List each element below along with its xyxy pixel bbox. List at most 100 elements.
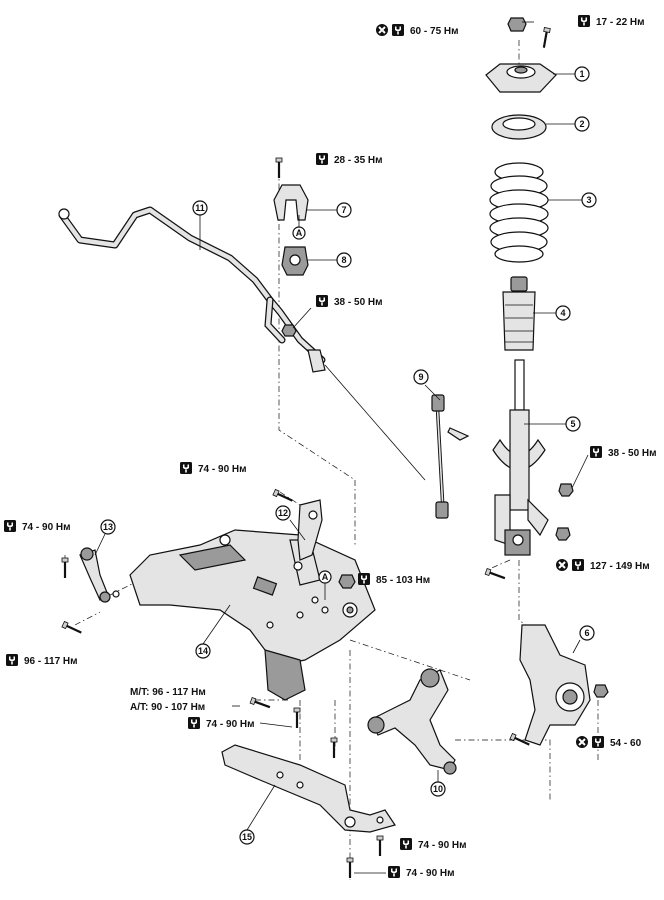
torque-label: 74 - 90 Нм <box>180 462 247 475</box>
torque-label: 28 - 35 Нм <box>316 153 383 166</box>
svg-text:6: 6 <box>584 628 589 638</box>
steering-knuckle <box>508 624 609 749</box>
svg-text:60 - 75 Нм: 60 - 75 Нм <box>410 26 459 37</box>
svg-text:2: 2 <box>579 119 584 129</box>
torque-label: M/T: 96 - 117 Нм A/T: 90 - 107 Нм <box>130 687 240 713</box>
callout-12: 12 <box>275 505 291 521</box>
torque-label: 74 - 90 Нм <box>4 520 71 533</box>
svg-text:28 - 35 Нм: 28 - 35 Нм <box>334 155 383 166</box>
front-suspension-member <box>129 529 376 701</box>
callout-10: 10 <box>430 781 446 797</box>
alignment-line <box>349 639 471 681</box>
svg-text:17 - 22 Нм: 17 - 22 Нм <box>596 17 645 28</box>
stabilizer-link-rod <box>324 364 470 519</box>
rear-link-arm <box>60 547 120 637</box>
torque-label: 17 - 22 Нм <box>578 15 645 28</box>
svg-text:M/T: 96 - 117 Нм: M/T: 96 - 117 Нм <box>130 687 206 698</box>
callout-11: 11 <box>192 200 208 216</box>
wrench-icon <box>388 866 400 878</box>
svg-text:74 - 90 Нм: 74 - 90 Нм <box>206 719 255 730</box>
wrench-icon <box>392 24 404 36</box>
callout-14: 14 <box>195 643 211 659</box>
bump-stop-boot <box>502 276 536 351</box>
svg-text:4: 4 <box>560 308 565 318</box>
callout-9: 9 <box>413 369 429 385</box>
wrench-icon <box>358 573 370 585</box>
svg-text:38 - 50 Нм: 38 - 50 Нм <box>334 297 383 308</box>
svg-text:54 - 60: 54 - 60 <box>610 738 642 749</box>
stabilizer-nut <box>281 324 297 337</box>
member-mounting-bolt <box>248 574 356 880</box>
svg-text:10: 10 <box>433 784 443 794</box>
svg-text:A: A <box>322 572 329 582</box>
gusset-plate <box>221 744 396 858</box>
shock-absorber-strut <box>492 359 549 556</box>
strut-mount <box>485 63 557 93</box>
svg-text:74 - 90 Нм: 74 - 90 Нм <box>198 464 247 475</box>
svg-text:11: 11 <box>195 203 205 213</box>
mount-bolt <box>539 26 552 50</box>
torque-label: 127 - 149 Нм <box>555 558 650 572</box>
torque-label: 74 - 90 Нм <box>354 866 455 879</box>
svg-text:38 - 50 Нм: 38 - 50 Нм <box>608 448 657 459</box>
strut-lower-bolt <box>483 483 574 583</box>
coil-spring <box>489 162 549 263</box>
alignment-line <box>278 170 356 545</box>
wrench-icon <box>590 446 602 458</box>
reference-mark-a: A <box>318 570 332 600</box>
x-circle-icon <box>375 23 389 37</box>
torque-label: 96 - 117 Нм <box>6 654 78 667</box>
strut-bearing <box>491 114 547 140</box>
wrench-icon <box>4 520 16 532</box>
wrench-icon <box>578 15 590 27</box>
alignment-line <box>279 491 301 506</box>
callout-7: 7 <box>336 202 352 218</box>
callout-13: 13 <box>100 519 116 535</box>
torque-label: 38 - 50 Нм <box>316 295 383 308</box>
callout-8: 8 <box>336 252 352 268</box>
alignment-line <box>455 739 551 800</box>
svg-text:14: 14 <box>198 646 208 656</box>
wrench-icon <box>180 462 192 474</box>
alignment-line <box>74 611 101 626</box>
engine-mount-bracket <box>271 488 323 561</box>
callout-3: 3 <box>581 192 597 208</box>
svg-text:74 - 90 Нм: 74 - 90 Нм <box>22 522 71 533</box>
wrench-icon <box>316 295 328 307</box>
svg-text:74 - 90 Нм: 74 - 90 Нм <box>418 840 467 851</box>
stabilizer-bar <box>58 206 326 373</box>
svg-text:8: 8 <box>341 255 346 265</box>
torque-label: 85 - 103 Нм <box>358 573 430 586</box>
svg-text:7: 7 <box>341 205 346 215</box>
svg-text:85 - 103 Нм: 85 - 103 Нм <box>376 575 430 586</box>
svg-text:1: 1 <box>579 69 584 79</box>
svg-text:A/T: 90 - 107 Нм: A/T: 90 - 107 Нм <box>130 702 205 713</box>
svg-text:74 - 90 Нм: 74 - 90 Нм <box>406 868 455 879</box>
transverse-link <box>367 668 457 775</box>
wrench-icon <box>572 559 584 571</box>
torque-label: 38 - 50 Нм <box>571 446 657 489</box>
wrench-icon <box>188 717 200 729</box>
svg-text:13: 13 <box>103 522 113 532</box>
svg-text:127 - 149 Нм: 127 - 149 Нм <box>590 561 650 572</box>
callout-2: 2 <box>574 116 590 132</box>
svg-text:96 - 117 Нм: 96 - 117 Нм <box>24 656 78 667</box>
callout-5: 5 <box>565 416 581 432</box>
svg-text:5: 5 <box>570 419 575 429</box>
stabilizer-bushing <box>281 246 309 276</box>
reference-mark-a: A <box>292 215 306 240</box>
svg-text:12: 12 <box>278 508 288 518</box>
stabilizer-bushing-clamp <box>273 156 309 221</box>
svg-text:3: 3 <box>586 195 591 205</box>
torque-label: 74 - 90 Нм <box>188 717 293 730</box>
callout-15: 15 <box>239 829 255 845</box>
alignment-line <box>486 559 511 571</box>
wrench-icon <box>316 153 328 165</box>
x-circle-icon <box>575 735 589 749</box>
callout-1: 1 <box>574 66 590 82</box>
svg-text:A: A <box>296 228 303 238</box>
wrench-icon <box>400 838 412 850</box>
wrench-icon <box>6 654 18 666</box>
svg-text:9: 9 <box>418 372 423 382</box>
